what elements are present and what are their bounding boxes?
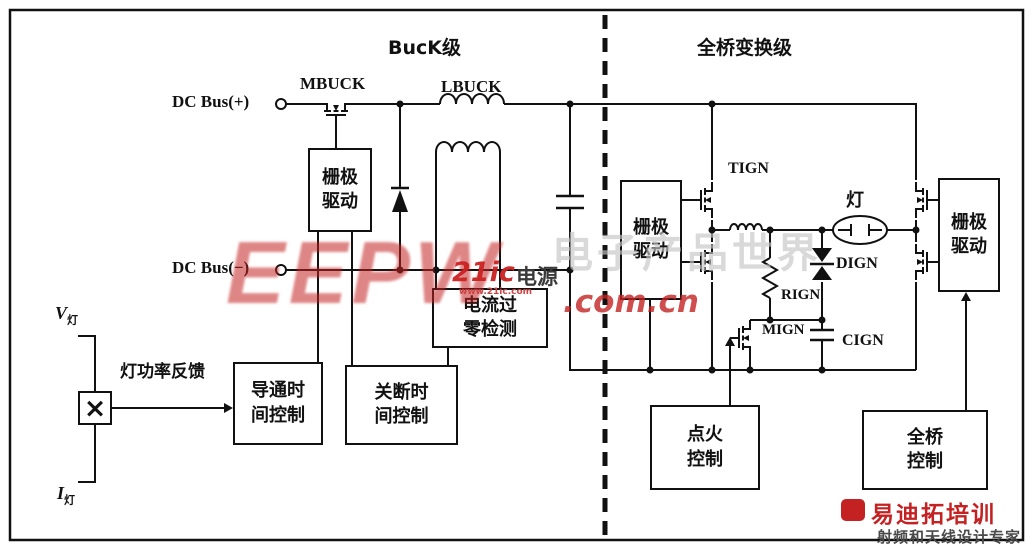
box-zero-cross-detect: 电流过 零检测	[432, 288, 548, 348]
inductor-tign	[729, 223, 763, 231]
v-lamp-symbol: V	[55, 303, 68, 323]
box-on-time-control: 导通时 间控制	[233, 362, 323, 445]
diagram-border	[8, 8, 1025, 542]
box-full-bridge-control: 全桥 控制	[862, 410, 988, 490]
dc-bus-neg-terminal	[275, 264, 287, 276]
wires	[78, 103, 967, 483]
stage-title-buck: BucK级	[388, 37, 461, 59]
dc-bus-pos-label: DC Bus(+)	[172, 92, 250, 111]
capacitor-dc-link	[556, 194, 584, 210]
mosfet-mign	[729, 319, 751, 357]
ignition-control-arrowhead	[725, 337, 735, 346]
junction-dots	[396, 100, 920, 374]
resistor-rign	[760, 257, 780, 299]
dc-bus-pos-terminal	[275, 98, 287, 110]
i-lamp-symbol: I	[57, 483, 65, 503]
mbuck-label: MBUCK	[300, 74, 366, 93]
lamp-power-feedback-label: 灯功率反馈	[120, 362, 205, 382]
arrowheads	[224, 292, 971, 413]
diode-freewheel	[391, 186, 409, 212]
winding-zero-cross-sense	[435, 141, 501, 153]
v-lamp-label: V灯	[55, 303, 78, 328]
mosfet-bridge-right-upper	[915, 181, 937, 219]
capacitor-cign	[810, 328, 834, 342]
bridge-control-arrowhead	[961, 292, 971, 301]
rign-label: RIGN	[781, 287, 821, 303]
lamp-label: 灯	[846, 190, 864, 211]
mosfet-bridge-right-lower	[915, 243, 937, 281]
dc-bus-terminals	[275, 98, 287, 276]
dign-label: DIGN	[836, 255, 878, 272]
tign-label: TIGN	[728, 160, 769, 177]
mign-label: MIGN	[762, 322, 805, 338]
dc-bus-neg-label: DC Bus(−)	[172, 258, 250, 277]
mosfet-bridge-left-upper	[691, 181, 713, 219]
stage-title-bridge: 全桥变换级	[697, 37, 793, 59]
diac-dign	[810, 248, 834, 280]
box-gate-drive-right: 栅极 驱动	[938, 178, 1000, 292]
box-gate-drive-buck: 栅极 驱动	[308, 148, 372, 232]
i-lamp-subscript: 灯	[64, 494, 76, 507]
multiplier-block: ×	[78, 391, 112, 425]
mosfet-mbuck	[317, 103, 355, 125]
i-lamp-label: I灯	[57, 483, 75, 508]
cign-label: CIGN	[842, 332, 884, 349]
lamp-symbol	[832, 215, 888, 245]
mosfet-bridge-left-lower	[691, 243, 713, 281]
lbuck-label: LBUCK	[441, 77, 502, 96]
box-gate-drive-left: 栅极 驱动	[620, 180, 682, 300]
box-ignition-control: 点火 控制	[650, 405, 760, 490]
feedback-arrowhead	[224, 403, 233, 413]
inductor-lbuck	[439, 93, 505, 105]
v-lamp-subscript: 灯	[67, 314, 79, 327]
box-off-time-control: 关断时 间控制	[345, 365, 458, 445]
